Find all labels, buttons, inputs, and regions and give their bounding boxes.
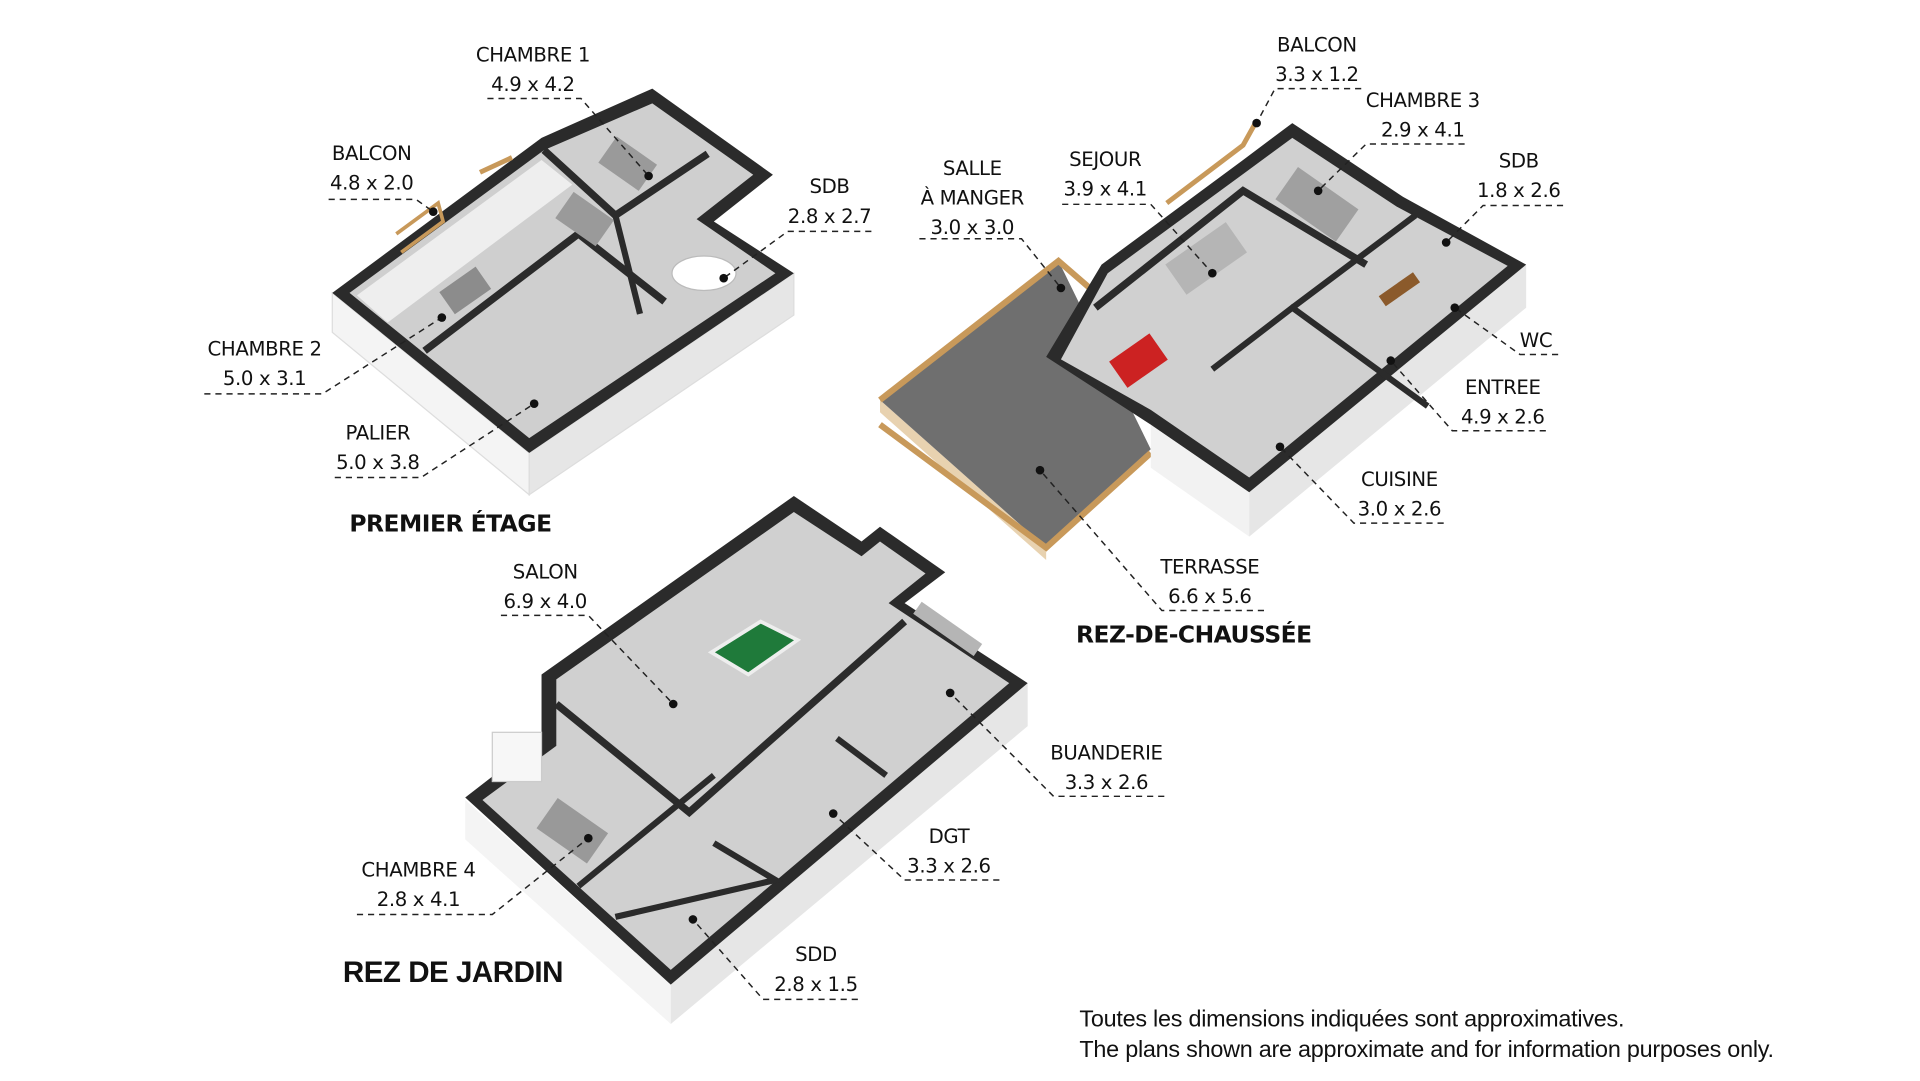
room-label-terrasse: TERRASSE 6.6 x 5.6 <box>1160 553 1259 612</box>
room-name: ENTREE <box>1464 375 1541 399</box>
room-label-balcon-2: BALCON 3.3 x 1.2 <box>1275 31 1359 90</box>
room-name: CUISINE <box>1360 467 1438 492</box>
room-name: BALCON <box>1277 33 1357 57</box>
room-name: À MANGER <box>920 185 1025 210</box>
room-name: BALCON <box>331 141 412 165</box>
room-label-balcon-1: BALCON 4.8 x 2.0 <box>330 139 414 198</box>
room-label-sdb-2: SDB 1.8 x 2.6 <box>1477 146 1561 205</box>
room-name: BUANDERIE <box>1050 740 1163 765</box>
floor-title-premier-etage: PREMIER ÉTAGE <box>349 510 552 538</box>
room-name: PALIER <box>345 420 411 445</box>
room-name: CHAMBRE 2 <box>207 337 323 361</box>
room-label-salle-a-manger: SALLE À MANGER 3.0 x 3.0 <box>920 154 1025 243</box>
room-label-chambre-4: CHAMBRE 4 2.8 x 4.1 <box>361 855 476 914</box>
room-name: SALON <box>512 560 578 584</box>
room-name: TERRASSE <box>1160 555 1260 579</box>
room-name: CHAMBRE 1 <box>475 43 591 67</box>
room-dims: 3.0 x 3.0 <box>930 215 1015 239</box>
room-dims: 2.8 x 1.5 <box>774 972 858 996</box>
disclaimer-en: The plans shown are approximate and for … <box>1079 1037 1774 1064</box>
room-name: SDD <box>795 942 837 967</box>
room-dims: 2.9 x 4.1 <box>1381 118 1465 142</box>
room-name: SEJOUR <box>1069 147 1142 172</box>
room-label-salon: SALON 6.9 x 4.0 <box>503 558 587 617</box>
room-name: SALLE <box>942 156 1002 180</box>
room-name: SDB <box>1498 148 1539 173</box>
room-label-buanderie: BUANDERIE 3.3 x 2.6 <box>1050 738 1163 797</box>
room-label-dgt: DGT 3.3 x 2.6 <box>907 822 991 881</box>
room-dims: 3.3 x 2.6 <box>1064 770 1149 794</box>
room-markers <box>428 118 1460 924</box>
room-dims: 6.9 x 4.0 <box>503 589 587 613</box>
plan-rez-de-jardin <box>465 496 1028 1025</box>
room-dims: 6.6 x 5.6 <box>1168 584 1252 609</box>
room-name: WC <box>1519 328 1553 353</box>
room-dims: 5.0 x 3.1 <box>222 366 307 391</box>
room-dims: 2.8 x 2.7 <box>787 204 872 228</box>
room-label-wc: WC <box>1520 326 1553 356</box>
room-dims: 1.8 x 2.6 <box>1477 178 1561 202</box>
disclaimer-fr: Toutes les dimensions indiquées sont app… <box>1079 1006 1625 1033</box>
room-dims: 2.8 x 4.1 <box>376 887 461 911</box>
room-dims: 3.9 x 4.1 <box>1063 177 1147 201</box>
room-label-sejour: SEJOUR 3.9 x 4.1 <box>1063 145 1147 204</box>
room-label-sdb-1: SDB 2.8 x 2.7 <box>788 172 872 231</box>
plan-rez-de-chaussee <box>878 121 1527 561</box>
floor-title-rez-de-chaussee: REZ-DE-CHAUSSÉE <box>1076 621 1312 649</box>
room-dims: 5.0 x 3.8 <box>336 450 420 474</box>
room-dims: 4.9 x 4.2 <box>491 72 575 97</box>
room-dims: 3.3 x 1.2 <box>1275 62 1359 87</box>
disclaimer: Toutes les dimensions indiquées sont app… <box>1079 1004 1774 1066</box>
room-label-sdd: SDD 2.8 x 1.5 <box>774 940 858 999</box>
room-label-chambre-2: CHAMBRE 2 5.0 x 3.1 <box>207 335 323 394</box>
room-label-palier: PALIER 5.0 x 3.8 <box>336 418 420 477</box>
room-dims: 3.3 x 2.6 <box>907 854 991 878</box>
room-name: CHAMBRE 4 <box>361 857 476 882</box>
leader-lines <box>204 87 1564 1001</box>
room-name: SDB <box>809 174 850 199</box>
room-dims: 4.8 x 2.0 <box>329 171 414 195</box>
plan-premier-etage <box>331 88 795 497</box>
room-label-cuisine: CUISINE 3.0 x 2.6 <box>1358 465 1442 524</box>
room-label-chambre-1: CHAMBRE 1 4.9 x 4.2 <box>475 41 591 100</box>
room-label-entree: ENTREE 4.9 x 2.6 <box>1461 373 1545 432</box>
room-dims: 4.9 x 2.6 <box>1461 404 1545 429</box>
room-name: DGT <box>928 824 970 849</box>
room-label-chambre-3: CHAMBRE 3 2.9 x 4.1 <box>1365 86 1481 145</box>
floor-title-rez-de-jardin: REZ DE JARDIN <box>342 956 564 990</box>
room-dims: 3.0 x 2.6 <box>1357 497 1442 521</box>
room-name: CHAMBRE 3 <box>1365 88 1481 113</box>
